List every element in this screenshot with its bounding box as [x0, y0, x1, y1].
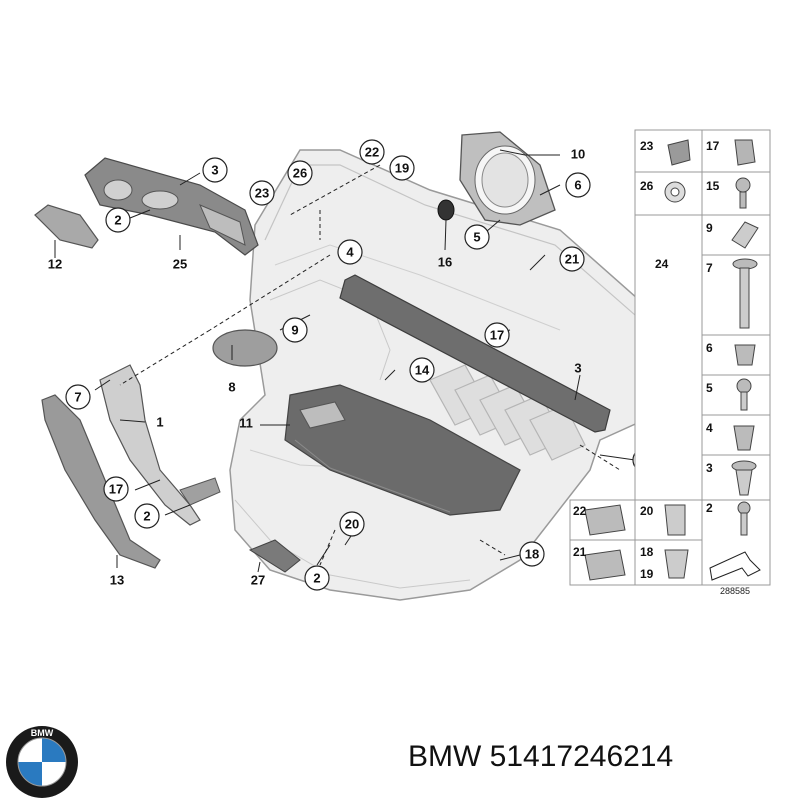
hardware-legend	[569, 129, 771, 586]
end-cap-12	[34, 204, 99, 249]
legend-ref-number: 20	[640, 504, 654, 518]
bmw-logo: BMW	[6, 726, 78, 798]
callout-circle	[304, 565, 330, 591]
callout-label: 10	[571, 147, 585, 162]
catalog-number: 288585	[720, 586, 750, 596]
callout-circle	[65, 384, 91, 410]
callout-circle	[409, 357, 435, 383]
legend-ref-number: 6	[706, 341, 713, 355]
leader-lines	[119, 164, 666, 566]
callout-circle	[339, 511, 365, 537]
armrest-panel	[284, 384, 521, 516]
legend-ref-number: 9	[706, 221, 713, 235]
callout-label: 20	[345, 517, 359, 532]
callout-label: 12	[48, 257, 62, 272]
callout-label: 2	[143, 509, 150, 524]
legend-ref-number: 17	[706, 139, 720, 153]
callout-circle	[484, 322, 510, 348]
callout-label: 2	[313, 571, 320, 586]
callout-label: 21	[565, 252, 579, 267]
callout-label: 16	[438, 255, 452, 270]
speaker-bracket	[459, 131, 556, 226]
callout-circle	[519, 541, 545, 567]
callout-label: 7	[74, 390, 81, 405]
callout-label: 19	[395, 161, 409, 176]
callout-group: 3226232219106541621171431115171722018132…	[48, 139, 658, 591]
brand-part-number: BMW 51417246214	[408, 740, 674, 773]
door-handle-trim	[84, 157, 259, 256]
legend-ref-number: 15	[706, 179, 720, 193]
callout-label: 11	[239, 416, 253, 431]
legend-ref-number: 5	[706, 381, 713, 395]
legend-ref-number: 19	[640, 567, 654, 581]
legend-ref-number: 21	[573, 545, 587, 559]
legend-ref-number: 24	[655, 257, 669, 271]
callout-label: 3	[574, 361, 581, 376]
callout-label: 13	[110, 573, 124, 588]
callout-label: 25	[173, 257, 187, 272]
legend-ref-number: 3	[706, 461, 713, 475]
legend-ref-number: 26	[640, 179, 654, 193]
callout-label: 27	[251, 573, 265, 588]
callout-circle	[105, 207, 131, 233]
callout-circle	[249, 180, 275, 206]
callout-label: 9	[291, 323, 298, 338]
callout-circle	[337, 239, 363, 265]
legend-ref-number: 2	[706, 501, 713, 515]
legend-ref-number: 22	[573, 504, 587, 518]
legend-ref-number: 4	[706, 421, 713, 435]
callout-circle	[287, 160, 313, 186]
callout-label: 5	[473, 230, 480, 245]
callout-circle	[464, 224, 490, 250]
callout-circle	[282, 317, 308, 343]
legend-ref-number: 7	[706, 261, 713, 275]
callout-label: 6	[574, 178, 581, 193]
callout-label: 2	[114, 213, 121, 228]
callout-label: 22	[365, 145, 379, 160]
pull-handle-cover	[41, 394, 161, 569]
speaker-cover	[212, 329, 278, 367]
callout-label: 8	[228, 380, 235, 395]
callout-label: 23	[255, 186, 269, 201]
plug-16	[437, 199, 455, 221]
legend-ref-number: 18	[640, 545, 654, 559]
callout-label: 17	[490, 328, 504, 343]
part-27	[248, 539, 301, 573]
callout-label: 14	[415, 363, 430, 378]
callout-label: 18	[525, 547, 539, 562]
callout-label: 3	[211, 163, 218, 178]
legend-ref-number: 23	[640, 139, 654, 153]
trim-strip	[339, 274, 611, 433]
callout-circle	[559, 246, 585, 272]
callout-label: 26	[293, 166, 307, 181]
callout-label: 4	[346, 245, 354, 260]
callout-label: 17	[109, 482, 123, 497]
bmw-logo-letters: BMW	[31, 728, 54, 738]
callout-label: 1	[156, 415, 163, 430]
callout-circle	[202, 157, 228, 183]
pull-handle-bracket	[99, 364, 221, 526]
callout-circle	[134, 503, 160, 529]
callout-circle	[103, 476, 129, 502]
callout-circle	[389, 155, 415, 181]
callout-circle	[565, 172, 591, 198]
callout-circle	[359, 139, 385, 165]
